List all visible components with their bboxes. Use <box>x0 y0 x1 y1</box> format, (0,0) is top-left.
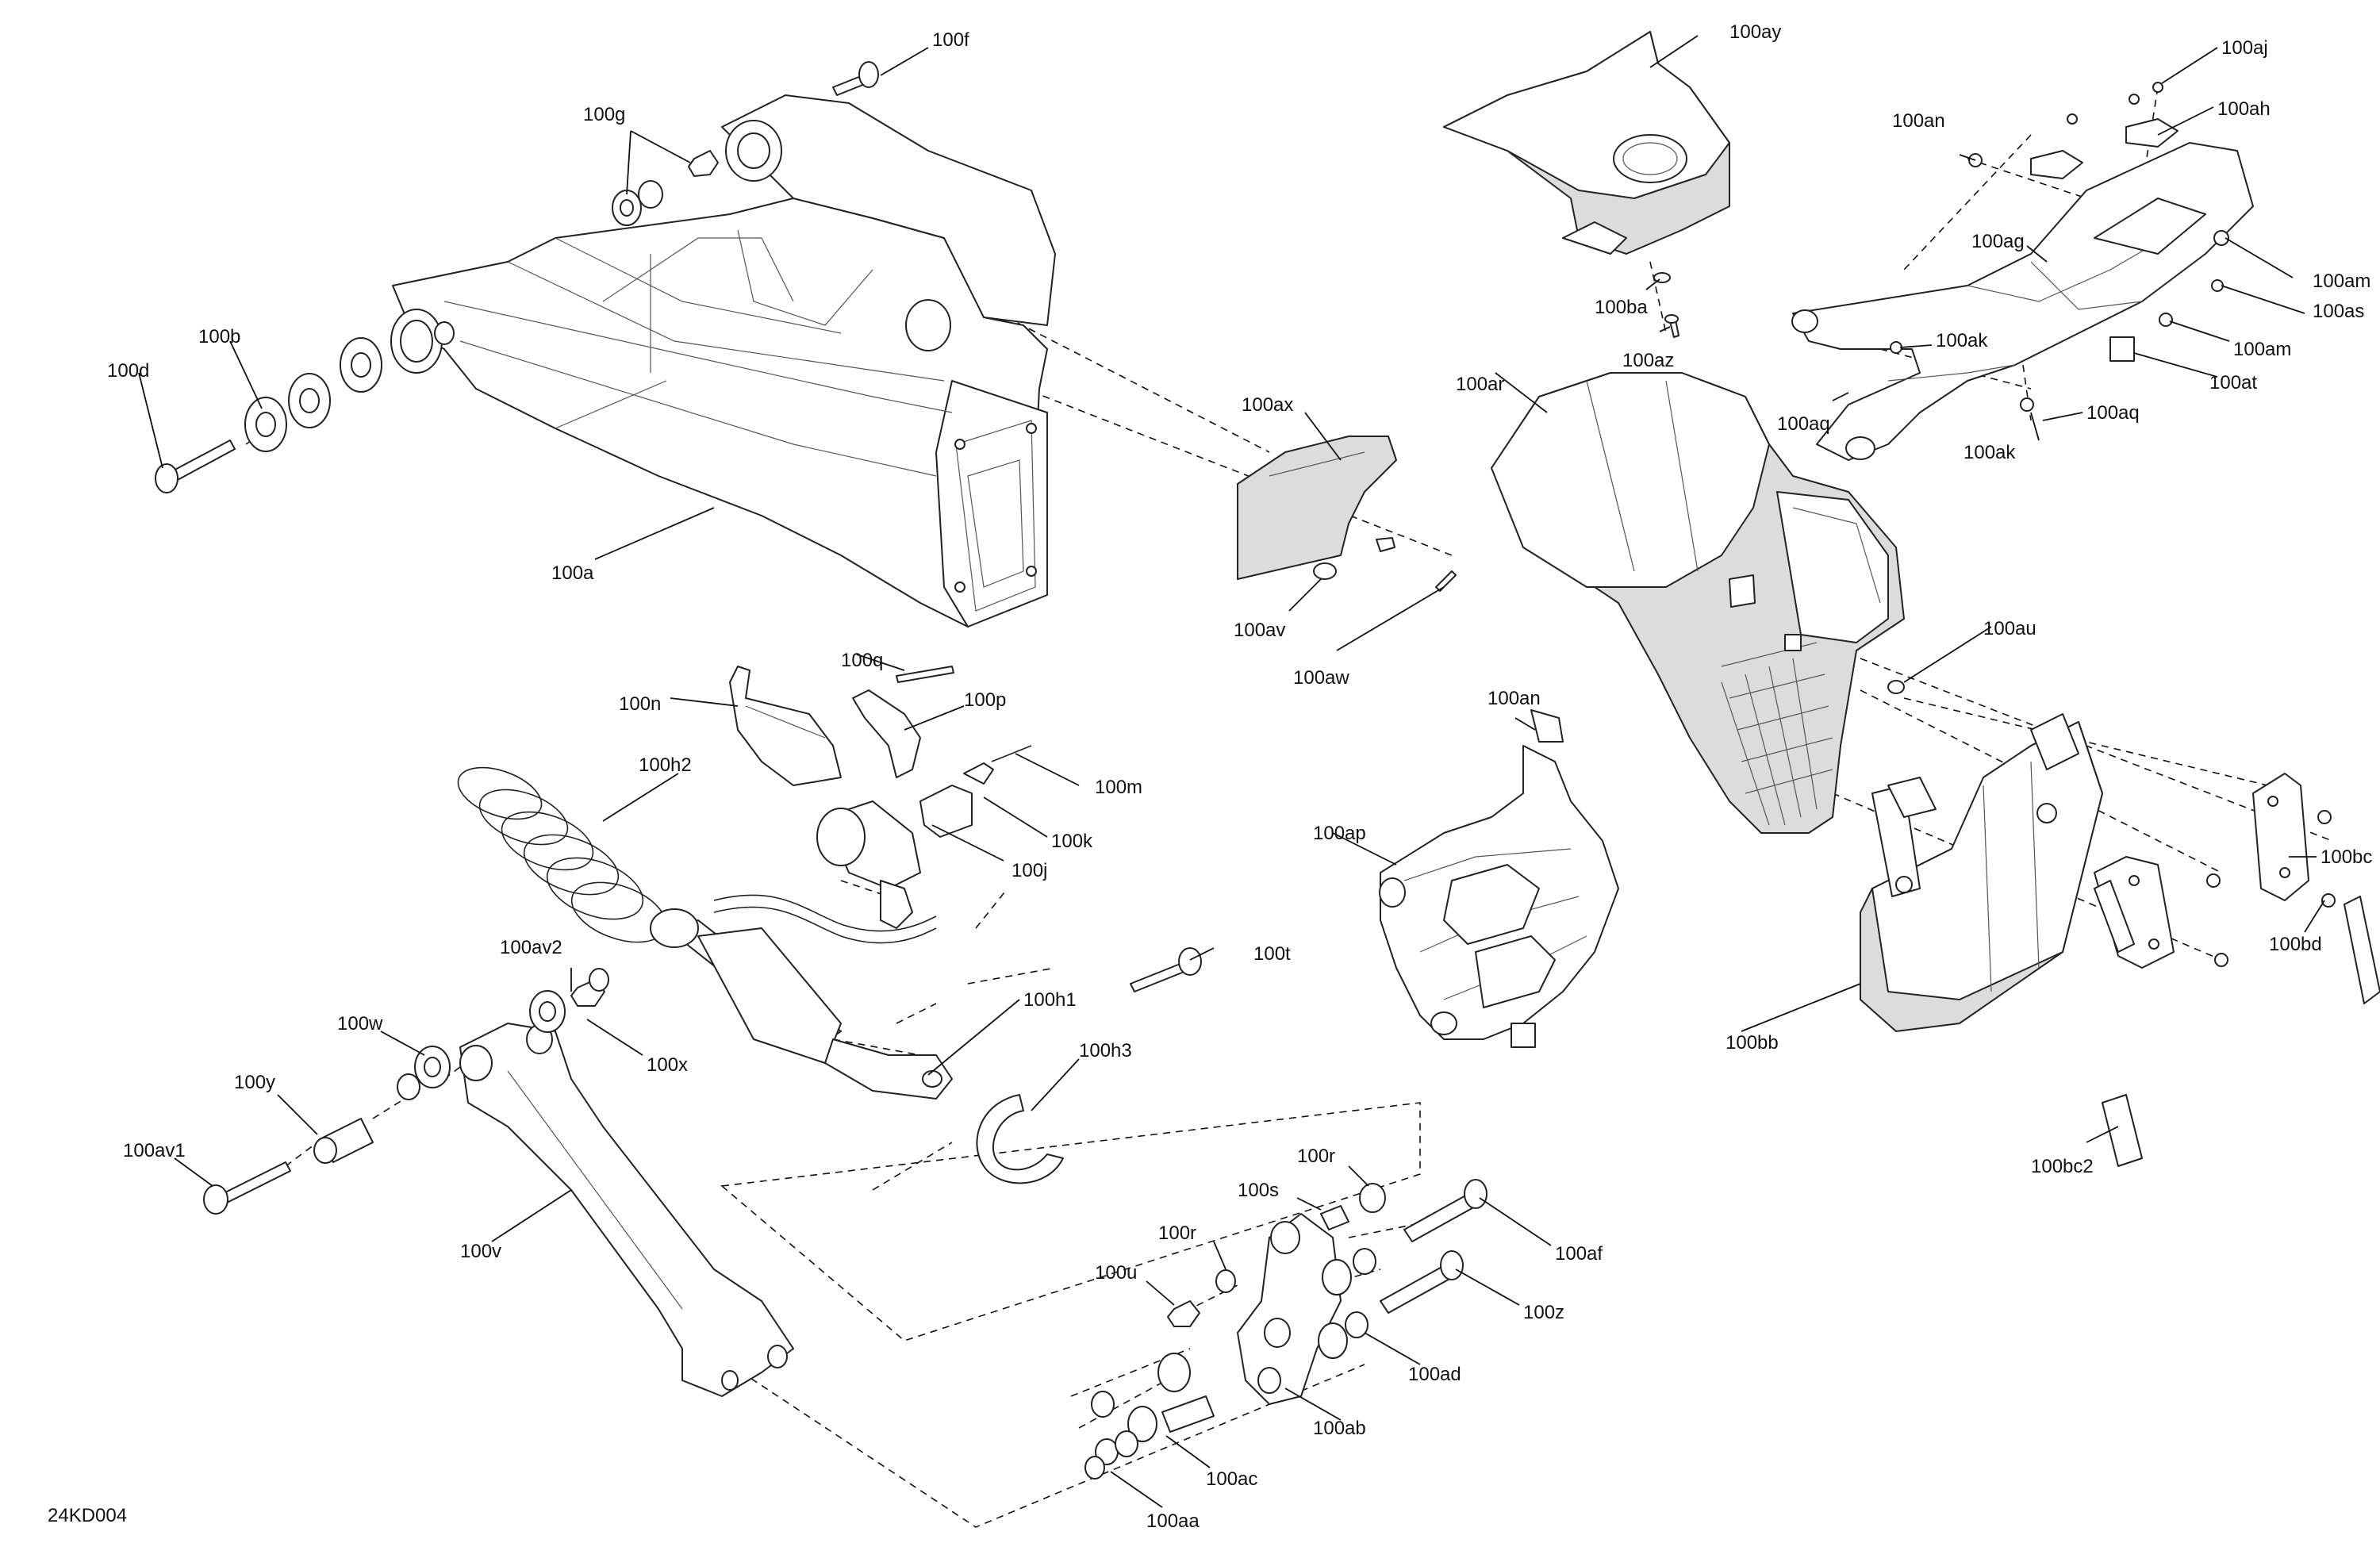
clamp-100n <box>729 666 842 786</box>
callout-100bd: 100bd <box>2269 934 2322 955</box>
callout-100ab: 100ab <box>1313 1418 1366 1439</box>
sleeve-100y <box>313 1118 374 1164</box>
plate-100bd <box>2094 856 2228 969</box>
callout-100aq-left: 100aq <box>1777 413 1830 435</box>
callout-100ad: 100ad <box>1408 1364 1461 1385</box>
callout-100p: 100p <box>964 689 1006 711</box>
bearing-stack-100b <box>244 337 382 452</box>
callout-100ax: 100ax <box>1242 394 1293 416</box>
callout-100ag: 100ag <box>1971 231 2025 252</box>
callout-100bc: 100bc <box>2320 846 2372 868</box>
callout-100t: 100t <box>1253 943 1291 965</box>
callout-100bc2: 100bc2 <box>2031 1156 2094 1177</box>
callout-100ah: 100ah <box>2217 98 2271 120</box>
rocker-100ab <box>1237 1213 1342 1405</box>
callout-100d: 100d <box>107 360 149 382</box>
bushings-100r-100s <box>1215 1183 1386 1293</box>
callout-100af: 100af <box>1555 1243 1603 1265</box>
reflector-100bc2 <box>2102 896 2380 1167</box>
spring-100h2 <box>457 766 667 943</box>
bearing-100w <box>397 1046 451 1100</box>
callout-100r-mid: 100r <box>1158 1223 1196 1244</box>
callout-100az: 100az <box>1622 350 1674 371</box>
bolt-100d <box>155 439 236 493</box>
callout-100av1: 100av1 <box>123 1140 186 1161</box>
callout-100f: 100f <box>932 29 969 51</box>
rear-fender-100ar <box>1491 372 1905 834</box>
screw-100q <box>896 666 954 683</box>
swingarm-part <box>390 94 1056 628</box>
callout-100av: 100av <box>1234 620 1285 641</box>
bearings-100ad <box>1318 1248 1376 1359</box>
bearing-100x <box>529 990 566 1033</box>
callout-100h2: 100h2 <box>639 754 692 776</box>
callout-100w: 100w <box>337 1013 383 1034</box>
ring-100h3 <box>976 1094 1064 1184</box>
pins-100af-100z <box>1380 1179 1488 1314</box>
nut-100u <box>1167 1300 1200 1327</box>
callout-100ba: 100ba <box>1595 297 1648 318</box>
callout-100m: 100m <box>1095 777 1142 798</box>
bolt-100av1 <box>203 1161 291 1215</box>
callout-100x: 100x <box>647 1054 688 1076</box>
subframe-100ag <box>1791 82 2254 461</box>
callout-100b: 100b <box>198 326 240 347</box>
callout-100h3: 100h3 <box>1079 1040 1132 1061</box>
callout-100aj: 100aj <box>2221 37 2268 59</box>
callout-100am-mid: 100am <box>2233 339 2291 360</box>
clamp-100p <box>852 689 921 778</box>
callout-100q: 100q <box>841 650 883 671</box>
reservoir-100j <box>816 800 921 929</box>
fastener-100ba-100az <box>1653 272 1679 338</box>
bolt-100t <box>1130 947 1202 992</box>
callout-100au: 100au <box>1983 618 2036 639</box>
leader-lines <box>138 35 2325 1508</box>
callout-100aq-right: 100aq <box>2086 402 2140 424</box>
callout-100s: 100s <box>1238 1180 1279 1201</box>
callout-100aw: 100aw <box>1293 667 1349 689</box>
callout-100j: 100j <box>1012 860 1047 881</box>
callout-100ar: 100ar <box>1456 374 1504 395</box>
callout-100z: 100z <box>1523 1302 1564 1323</box>
bearings-100ac <box>1091 1353 1215 1442</box>
callout-100as: 100as <box>2313 301 2364 322</box>
nut-100av2 <box>570 968 609 1007</box>
callout-100aa: 100aa <box>1146 1510 1200 1532</box>
callout-100u: 100u <box>1095 1262 1137 1284</box>
callout-100v: 100v <box>460 1241 501 1262</box>
nut-washer-100g <box>612 150 719 226</box>
washers-100aa <box>1084 1430 1138 1480</box>
shock-absorber-100h1 <box>650 894 953 1100</box>
link-arm-100v <box>459 1023 794 1397</box>
callout-100ap: 100ap <box>1313 823 1366 844</box>
bolt-100f <box>832 61 879 96</box>
callout-100g: 100g <box>583 104 625 125</box>
callout-100k: 100k <box>1051 831 1093 852</box>
callout-100ak-bottom: 100ak <box>1964 442 2016 463</box>
callout-100an-mid: 100an <box>1488 688 1541 709</box>
callout-100bb: 100bb <box>1726 1032 1779 1054</box>
guard-plate-100ax <box>1237 436 1457 592</box>
tail-cover-100ay <box>1443 31 1730 255</box>
callout-100ac: 100ac <box>1206 1468 1257 1490</box>
callout-100ak-top: 100ak <box>1936 330 1988 351</box>
callout-100av2: 100av2 <box>500 937 562 958</box>
bracket-100ap <box>1379 709 1619 1048</box>
plate-100bc <box>2252 773 2336 908</box>
callout-100h1: 100h1 <box>1023 989 1077 1011</box>
callout-100a: 100a <box>551 562 594 584</box>
mudflap-100bb <box>1860 713 2103 1032</box>
callout-100ay: 100ay <box>1729 21 1781 43</box>
callout-100an-top: 100an <box>1892 110 1945 132</box>
valve-100k-100m <box>919 745 1032 838</box>
callout-100n: 100n <box>619 693 661 715</box>
callout-100am-top: 100am <box>2313 271 2370 292</box>
callout-100at: 100at <box>2209 372 2257 393</box>
diagram-code: 24KD004 <box>48 1505 127 1526</box>
callout-100y: 100y <box>234 1072 275 1093</box>
callout-labels: 100f 100g 100d 100b 100a 100ax 100av 100… <box>48 21 2372 1532</box>
callout-100r-top: 100r <box>1297 1146 1335 1167</box>
nut-100au <box>1887 680 1905 694</box>
